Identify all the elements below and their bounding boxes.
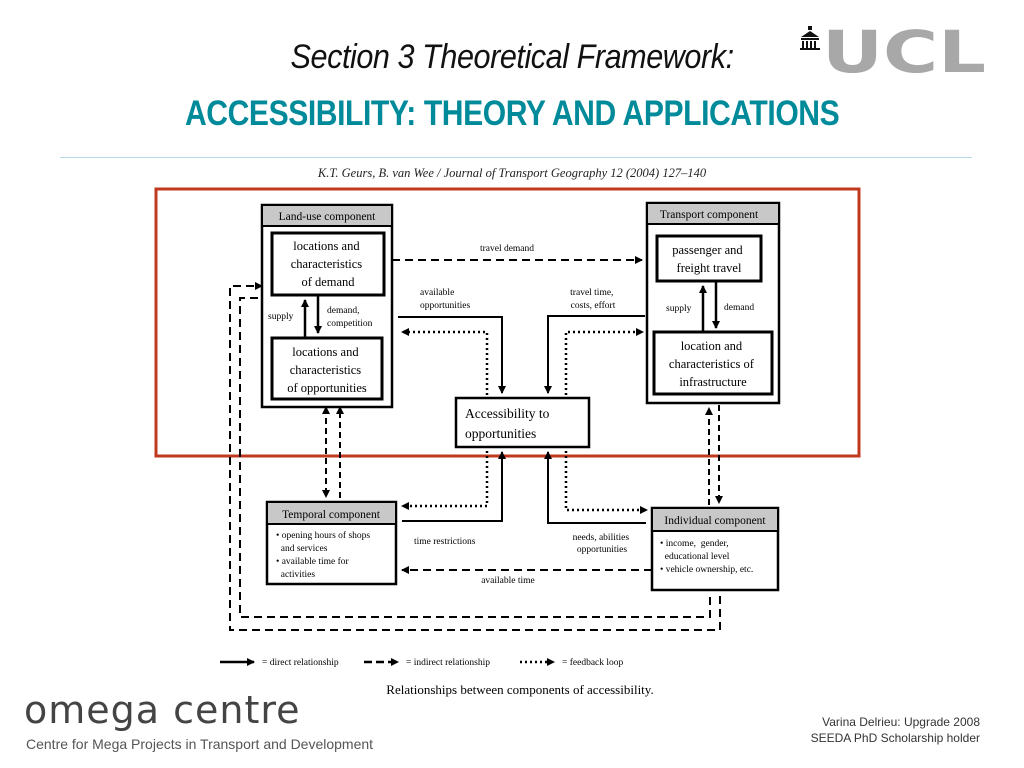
travel-box-line: passenger and	[672, 243, 743, 257]
temporal-header: Temporal component	[282, 509, 381, 521]
available-time-label: available time	[481, 576, 535, 586]
journal-citation: K.T. Geurs, B. van Wee / Journal of Tran…	[317, 166, 707, 180]
travel-time-label: travel time,	[570, 288, 613, 298]
svg-text:• opening hours of shops: • opening hours of shops and services • …	[0, 0, 387, 580]
legend-feedback: = feedback loop	[562, 657, 624, 668]
figure-caption: Relationships between components of acce…	[386, 682, 654, 697]
demand-box-line: characteristics	[291, 257, 363, 271]
infrastructure-box-line: location and	[681, 339, 743, 353]
temporal-item: activities	[276, 570, 315, 580]
individual-component: Individual component • income, gender, e…	[650, 506, 780, 592]
demand-competition-label: demand,	[327, 306, 359, 316]
accessibility-component: Accessibility to opportunities	[454, 396, 591, 449]
slide-title-line1: Section 3 Theoretical Framework:	[290, 38, 735, 76]
travel-box-line: freight travel	[677, 261, 742, 275]
demand-competition-label: competition	[327, 319, 373, 329]
transport-component: Transport component passenger and freigh…	[645, 201, 781, 405]
temporal-item: • opening hours of shops	[276, 530, 370, 541]
demand-locations-box	[270, 231, 386, 297]
individual-item: • vehicle ownership, etc.	[660, 565, 753, 575]
available-opportunities-label: available	[420, 288, 454, 298]
svg-text:Accessibility to opportu: Accessibility to opportunities	[465, 406, 553, 441]
svg-text:locations and characteri: locations and characteristics of opportu…	[287, 345, 367, 395]
transport-supply-label: supply	[666, 304, 692, 314]
infrastructure-box-line: infrastructure	[679, 375, 747, 389]
svg-text:locations and characteri: locations and characteristics of demand	[291, 239, 366, 289]
opportunities-box-line: locations and	[292, 345, 359, 359]
svg-text:• income, gender, edu: • income, gender, educational level • ve…	[660, 539, 753, 575]
opportunities-box-line: characteristics	[290, 363, 362, 377]
transport-demand-label: demand	[724, 303, 754, 313]
individual-item: educational level	[660, 552, 730, 562]
svg-text:needs, abilities opportu: needs, abilities opportunities	[573, 533, 632, 555]
omega-centre-logo: omega centre	[24, 688, 301, 732]
accessibility-line: opportunities	[465, 426, 536, 441]
ucl-logo-text: UCL	[822, 22, 986, 80]
transport-header: Transport component	[660, 209, 759, 221]
legend-direct: = direct relationship	[262, 658, 339, 668]
legend: = direct relationship = indirect relatio…	[220, 657, 624, 668]
temporal-item: and services	[276, 544, 328, 554]
svg-text:passenger and freight tr: passenger and freight travel	[672, 243, 746, 275]
connector-labels: travel demand available opportunities tr…	[414, 244, 632, 586]
travel-time-label: costs, effort	[571, 300, 616, 311]
temporal-item: • available time for	[276, 556, 350, 567]
svg-text:available opportunities: available opportunities	[420, 288, 470, 311]
ucl-logo: UCL	[800, 22, 986, 80]
opportunities-box-line: of opportunities	[287, 381, 367, 395]
footer-scholarship: SEEDA PhD Scholarship holder	[810, 731, 980, 745]
portico-icon	[800, 26, 820, 50]
svg-text:demand, competition: demand, competition	[327, 306, 373, 329]
time-restrictions-label: time restrictions	[414, 537, 476, 547]
omega-centre-subtitle: Centre for Mega Projects in Transport an…	[26, 736, 374, 752]
available-opportunities-label: opportunities	[420, 301, 470, 311]
svg-text:location and characteris: location and characteristics of infrastr…	[669, 339, 757, 389]
svg-text:travel time, costs, effo: travel time, costs, effort	[570, 288, 616, 311]
needs-abilities-label: opportunities	[577, 545, 627, 555]
land-use-component: Land-use component locations and charact…	[260, 203, 394, 409]
highlight-frame	[154, 187, 861, 458]
infrastructure-box-line: characteristics of	[669, 357, 755, 371]
demand-box-line: locations and	[293, 239, 360, 253]
legend-indirect: = indirect relationship	[406, 658, 490, 668]
infrastructure-box	[652, 330, 774, 396]
land-use-supply-label: supply	[268, 312, 294, 322]
individual-header: Individual component	[664, 515, 766, 527]
temporal-component: Temporal component • opening hours of sh…	[0, 0, 398, 586]
connectors	[229, 256, 723, 631]
accessibility-line: Accessibility to	[465, 406, 550, 421]
slide-title-line2: ACCESSIBILITY: THEORY AND APPLICATIONS	[185, 94, 840, 133]
travel-demand-label: travel demand	[480, 244, 534, 254]
title-divider	[60, 157, 972, 158]
needs-abilities-label: needs, abilities	[573, 533, 630, 543]
footer-author: Varina Delrieu: Upgrade 2008	[822, 715, 980, 729]
individual-item: • income, gender,	[660, 539, 729, 549]
opportunity-locations-box	[270, 336, 384, 401]
land-use-header: Land-use component	[279, 211, 377, 223]
footer-credit: Varina Delrieu: Upgrade 2008 SEEDA PhD S…	[811, 714, 980, 746]
demand-box-line: of demand	[301, 275, 355, 289]
travel-box	[655, 234, 763, 283]
